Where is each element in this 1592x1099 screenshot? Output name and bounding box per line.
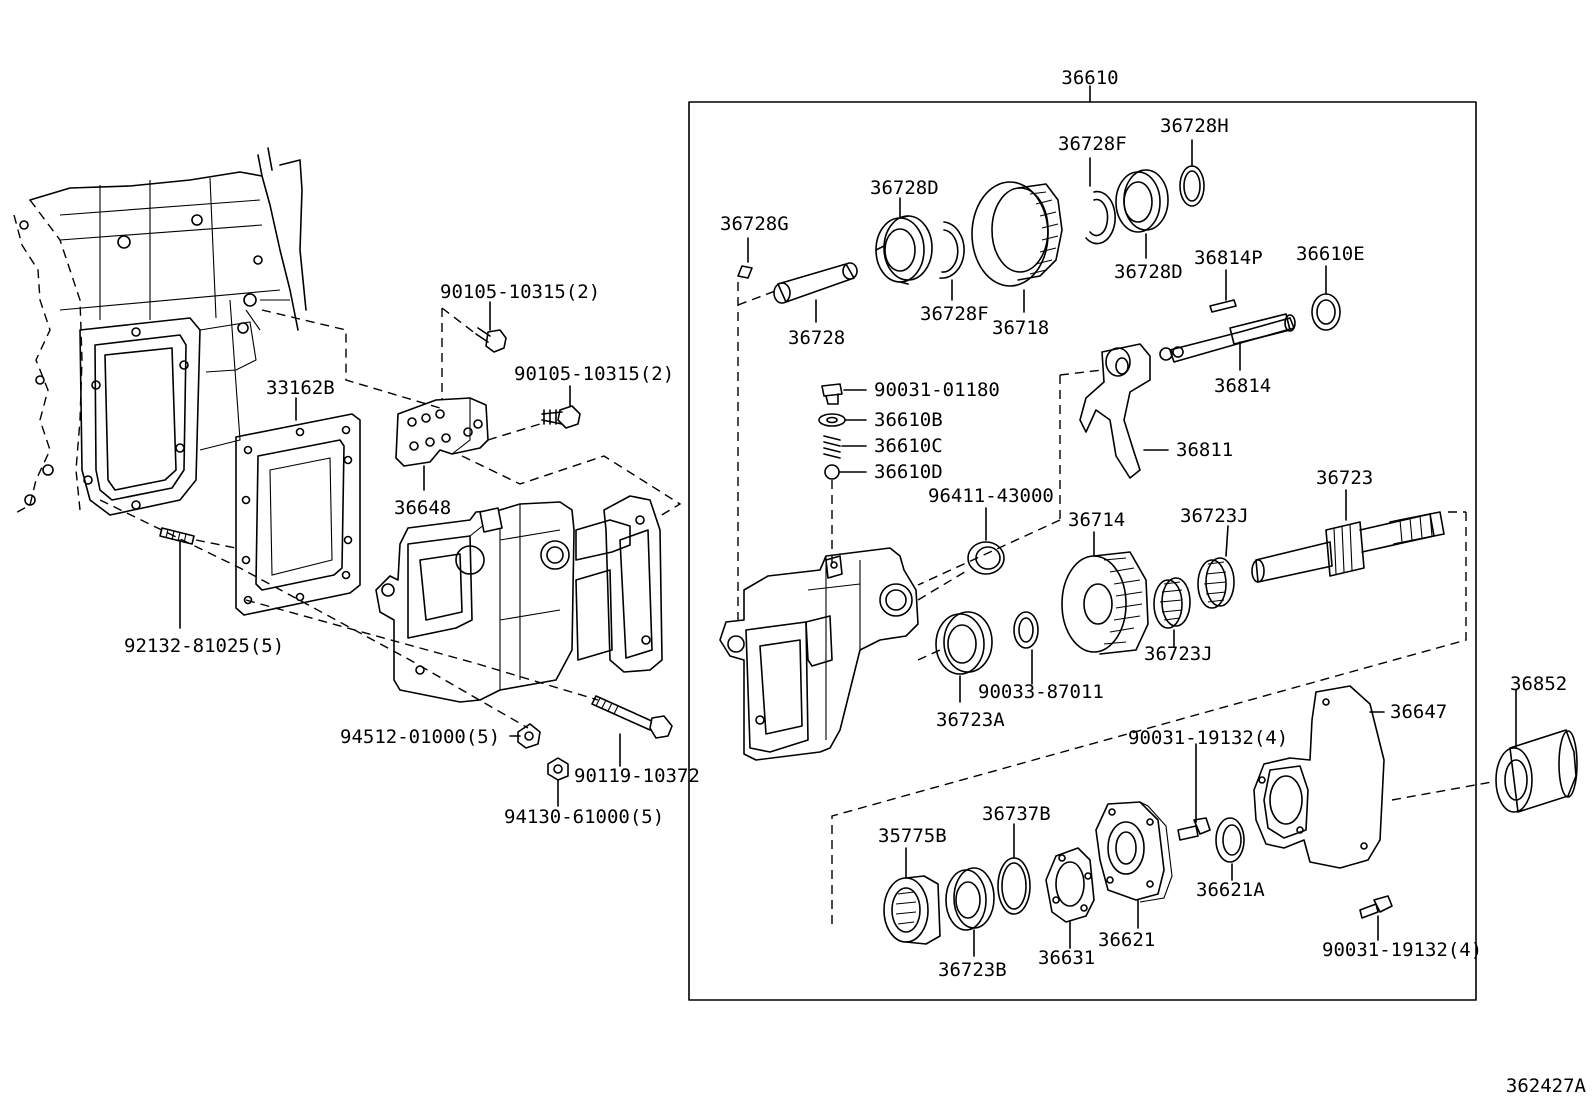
output-shaft-36723-illustration	[1251, 511, 1445, 583]
label-36814p: 36814P	[1194, 247, 1263, 269]
label-35775b: 35775B	[878, 825, 947, 847]
label-36728d-left: 36728D	[870, 177, 939, 199]
gasket-33162b-illustration	[235, 413, 361, 616]
seal-36610e-illustration	[1311, 293, 1341, 331]
transfer-housing-illustration	[719, 547, 919, 761]
assembly-box: 36610	[688, 67, 1477, 1001]
seal-36621a-illustration	[1215, 817, 1245, 863]
label-90033-87011: 90033-87011	[978, 681, 1104, 703]
bolt-90105-lower-illustration	[541, 405, 581, 429]
label-36610d: 36610D	[874, 461, 943, 483]
ring-90033-illustration	[1013, 611, 1039, 649]
coupling-36852-illustration	[1495, 729, 1578, 813]
label-36714: 36714	[1068, 509, 1125, 531]
leader-lines	[179, 139, 1517, 957]
label-36610b: 36610B	[874, 409, 943, 431]
needle-bearing-36723j-a-illustration	[1153, 577, 1191, 629]
label-90105-10315-lower: 90105-10315(2)	[514, 363, 674, 385]
snap-ring-36728f-left-illustration	[939, 221, 965, 279]
label-36852: 36852	[1510, 673, 1567, 695]
bolt-90105-upper-illustration	[475, 327, 507, 353]
o-ring-36737b-illustration	[997, 857, 1031, 915]
gasket-36610b-illustration	[818, 413, 846, 427]
label-36728: 36728	[788, 327, 845, 349]
label-94130-61000: 94130-61000(5)	[504, 806, 664, 828]
label-36737b: 36737B	[982, 803, 1051, 825]
label-36723j-lower: 36723J	[1144, 643, 1213, 665]
label-36723b: 36723B	[938, 959, 1007, 981]
label-90031-01180: 90031-01180	[874, 379, 1000, 401]
seal-96411-illustration	[967, 541, 1005, 575]
bearing-36723b-illustration	[945, 867, 995, 931]
label-36728h: 36728H	[1160, 115, 1229, 137]
label-36631: 36631	[1038, 947, 1095, 969]
bracket-36648-illustration	[395, 397, 489, 467]
label-36814: 36814	[1214, 375, 1271, 397]
shift-fork-36811-illustration	[1079, 343, 1151, 479]
label-36728d-right: 36728D	[1114, 261, 1183, 283]
label-36728f-left: 36728F	[920, 303, 989, 325]
assembly-label: 36610	[1061, 67, 1118, 89]
label-36728f-right: 36728F	[1058, 133, 1127, 155]
shaft-36728-illustration	[773, 262, 858, 304]
stud-92132-illustration	[159, 527, 195, 545]
transfer-case-left-illustration	[375, 495, 663, 703]
label-90105-10315-upper: 90105-10315(2)	[440, 281, 600, 303]
pin-36728g-illustration	[737, 265, 753, 279]
plug-90031-01180-illustration	[821, 383, 843, 405]
label-36811: 36811	[1176, 439, 1233, 461]
gear-36718-illustration	[971, 181, 1063, 287]
bearing-36723a-illustration	[935, 611, 993, 675]
ball-36610d-illustration	[824, 464, 840, 480]
label-36728g: 36728G	[720, 213, 789, 235]
bearing-35775b-illustration	[883, 875, 941, 945]
label-36610c: 36610C	[874, 435, 943, 457]
pin-36814p-illustration	[1209, 299, 1237, 313]
bearing-36728d-right-illustration	[1115, 169, 1169, 233]
shift-rail-36814-illustration	[1159, 313, 1296, 363]
gear-36714-illustration	[1061, 551, 1149, 655]
label-94512-01000: 94512-01000(5)	[340, 726, 500, 748]
label-92132-81025: 92132-81025(5)	[124, 635, 284, 657]
label-36621: 36621	[1098, 929, 1155, 951]
ring-36728h-illustration	[1179, 165, 1205, 207]
label-36723a: 36723A	[936, 709, 1005, 731]
retainer-36621-illustration	[1095, 801, 1173, 903]
label-36647: 36647	[1390, 701, 1447, 723]
needle-bearing-36723j-b-illustration	[1197, 557, 1235, 609]
snap-ring-36728f-right-illustration	[1085, 190, 1116, 245]
nut-94130-illustration	[547, 757, 569, 781]
label-36610e: 36610E	[1296, 243, 1365, 265]
washer-94512-illustration	[517, 723, 541, 749]
label-96411-43000: 96411-43000	[928, 485, 1054, 507]
flange-36647-illustration	[1253, 685, 1385, 869]
label-36648: 36648	[394, 497, 451, 519]
label-90031-19132-upper: 90031-19132(4)	[1128, 727, 1288, 749]
transmission-case-illustration	[11, 147, 307, 516]
label-36723j-upper: 36723J	[1180, 505, 1249, 527]
diagram-id: 362427A	[1506, 1075, 1587, 1097]
gasket-36631-illustration	[1045, 847, 1095, 923]
label-90031-19132-lower: 90031-19132(4)	[1322, 939, 1482, 961]
bolt-90119-illustration	[591, 695, 673, 739]
label-33162b: 33162B	[266, 377, 335, 399]
bolt-90031-19132-lower-illustration	[1359, 895, 1393, 919]
label-90119-10372: 90119-10372	[574, 765, 700, 787]
label-36621a: 36621A	[1196, 879, 1265, 901]
label-36718: 36718	[992, 317, 1049, 339]
part-labels: 90105-10315(2) 90105-10315(2) 33162B 366…	[124, 115, 1567, 981]
label-36723: 36723	[1316, 467, 1373, 489]
bolt-90031-19132-upper-illustration	[1177, 817, 1211, 841]
bearing-36728d-left-illustration	[875, 215, 933, 285]
spring-36610c-illustration	[823, 435, 841, 459]
